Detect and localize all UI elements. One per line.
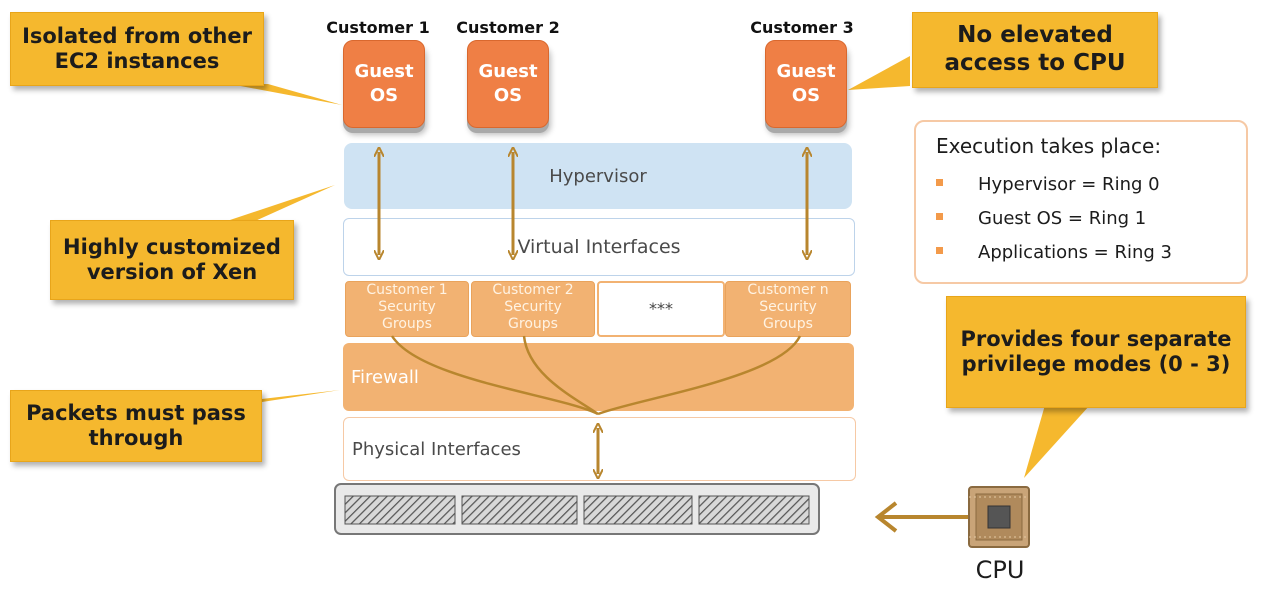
curve-sg-2 [522, 335, 599, 416]
guest-os-2-line1: Guest [478, 60, 538, 82]
server-rack-icon [334, 483, 820, 535]
hypervisor-layer: Hypervisor [344, 143, 852, 209]
callout-no-elevated-text: No elevated access to CPU [944, 22, 1126, 76]
guest-os-3: Guest OS [765, 40, 847, 128]
execution-item-2-text: Guest OS = Ring 1 [978, 208, 1147, 229]
sg-1-line2: Security [378, 299, 436, 316]
guest-os-3-line1: Guest [776, 60, 836, 82]
execution-title: Execution takes place: [936, 134, 1162, 158]
callout-customized: Highly customized version of Xen [50, 220, 294, 300]
physical-interfaces-label: Physical Interfaces [352, 438, 521, 460]
cpu-chip-icon [968, 486, 1030, 548]
callout-packets-text: Packets must pass through [26, 400, 246, 450]
guest-os-2: Guest OS [467, 40, 549, 128]
sg-n-line2: Security [759, 299, 817, 316]
sg-2-line1: Customer 2 [492, 282, 574, 298]
bullet-icon [936, 178, 943, 186]
execution-box: Execution takes place: Hypervisor = Ring… [914, 120, 1248, 284]
execution-item-3: Applications = Ring 3 [936, 242, 1172, 263]
execution-item-2: Guest OS = Ring 1 [936, 208, 1146, 229]
callout-isolated-text: Isolated from other EC2 instances [22, 23, 252, 73]
virtual-interfaces-layer: Virtual Interfaces [343, 218, 855, 276]
guest-os-2-line2: OS [493, 85, 523, 106]
sg-2-line2: Security [504, 299, 562, 316]
curve-sg-1 [390, 335, 599, 416]
cpu-label: CPU [975, 556, 1025, 584]
customer-2-label: Customer 2 [456, 18, 560, 37]
callout-customized-text: Highly customized version of Xen [63, 234, 281, 284]
guest-os-3-line2: OS [791, 85, 821, 106]
guest-os-1-line1: Guest [354, 60, 414, 82]
firewall-layer: Firewall [343, 343, 854, 411]
bullet-icon [936, 212, 943, 220]
arrow-left-icon [874, 501, 968, 533]
customer-3-label: Customer 3 [750, 18, 854, 37]
pointer-customized [200, 185, 335, 230]
security-group-n: Customer n Security Groups [725, 281, 851, 337]
guest-os-1: Guest OS [343, 40, 425, 128]
security-group-2: Customer 2 Security Groups [471, 281, 595, 337]
firewall-label: Firewall [351, 366, 419, 388]
callout-packets: Packets must pass through [10, 390, 262, 462]
virtual-interfaces-label: Virtual Interfaces [517, 236, 681, 258]
customer-1-label: Customer 1 [326, 18, 430, 37]
execution-item-1: Hypervisor = Ring 0 [936, 174, 1160, 195]
sg-n-line3: Groups [763, 316, 813, 333]
pointer-no-elevated [848, 56, 910, 90]
sg-more-label: *** [649, 299, 673, 319]
sg-n-line1: Customer n [747, 282, 829, 298]
callout-no-elevated: No elevated access to CPU [912, 12, 1158, 88]
guest-os-1-line2: OS [369, 85, 399, 106]
callout-privilege: Provides four separate privilege modes (… [946, 296, 1246, 408]
sg-1-line3: Groups [382, 316, 432, 333]
execution-item-1-text: Hypervisor = Ring 0 [978, 174, 1160, 195]
security-group-1: Customer 1 Security Groups [345, 281, 469, 337]
callout-isolated: Isolated from other EC2 instances [10, 12, 264, 86]
pointer-privilege [1024, 405, 1090, 478]
execution-item-3-text: Applications = Ring 3 [978, 242, 1172, 263]
callout-privilege-text: Provides four separate privilege modes (… [960, 326, 1232, 376]
hypervisor-label: Hypervisor [549, 165, 647, 187]
bullet-icon [936, 246, 943, 254]
sg-2-line3: Groups [508, 316, 558, 333]
pointer-isolated [230, 84, 342, 105]
security-group-more: *** [597, 281, 725, 337]
curve-sg-n [597, 335, 802, 416]
sg-1-line1: Customer 1 [366, 282, 448, 298]
